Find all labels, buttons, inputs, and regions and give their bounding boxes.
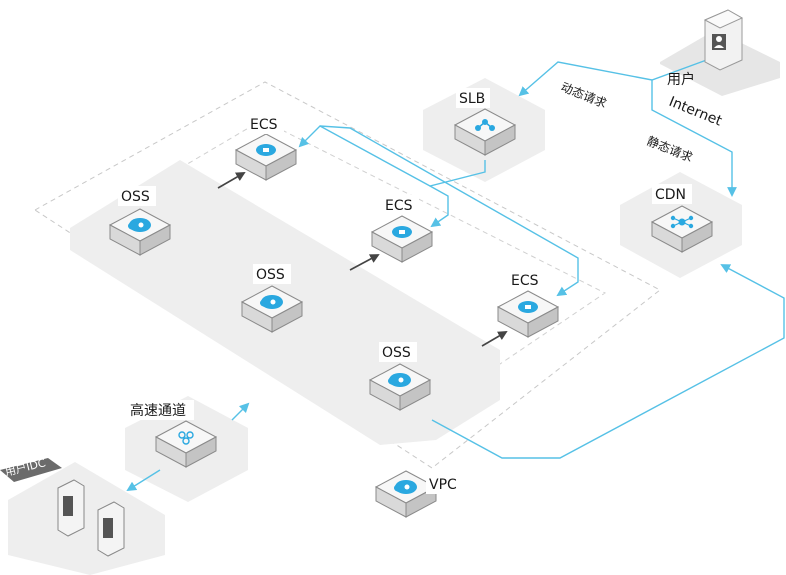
svg-text:静态请求: 静态请求	[645, 134, 695, 165]
server-icon	[518, 301, 538, 313]
express-to-vpc-link	[231, 402, 250, 421]
svg-text:Internet: Internet	[667, 94, 725, 130]
slb-label: SLB	[456, 88, 490, 108]
server-icon	[256, 144, 276, 156]
user-device[interactable]	[703, 9, 744, 71]
slb-node[interactable]	[453, 108, 517, 156]
oss-2-node[interactable]	[240, 285, 304, 333]
oss-3-node[interactable]	[368, 363, 432, 411]
oss1-to-ecs1-arrow	[217, 172, 246, 189]
cloud-storage-icon	[128, 218, 151, 232]
load-balancer-icon	[475, 119, 495, 131]
user-to-cdn-link	[651, 80, 737, 197]
cdn-icon	[670, 215, 694, 229]
oss-1-node[interactable]	[108, 208, 172, 256]
connections	[126, 57, 785, 492]
ecs-backbone-link	[319, 125, 579, 297]
oss3-to-ecs3-arrow	[481, 331, 508, 347]
vpc-label: VPC	[426, 474, 466, 494]
ecs-3-label: ECS	[509, 270, 545, 290]
svg-text:CDN: CDN	[655, 187, 686, 203]
static-request-label: 静态请求	[645, 134, 695, 165]
express-connect-label: 高速通道	[128, 400, 194, 420]
idc-servers	[57, 479, 125, 557]
ecs-1-node[interactable]	[234, 133, 298, 181]
cloud-storage-icon	[388, 373, 411, 387]
vpc-cloud-icon	[394, 480, 417, 494]
oss-1-label: OSS	[118, 186, 156, 206]
svg-text:动态请求: 动态请求	[559, 80, 609, 111]
express-connect-node[interactable]	[154, 420, 218, 468]
server-cabinet-icon	[97, 501, 125, 557]
cdn-node[interactable]	[650, 205, 714, 253]
cloud-storage-icon	[260, 295, 283, 309]
user-label: 用户	[667, 71, 695, 88]
user-to-slb-link	[518, 57, 713, 97]
ecs-1-label: ECS	[248, 114, 284, 134]
ecs-3-node[interactable]	[496, 290, 560, 338]
slb-to-ecs2-link	[429, 185, 449, 228]
internet-label: Internet	[667, 94, 725, 130]
svg-text:ECS: ECS	[511, 273, 539, 289]
ecs-2-label: ECS	[383, 195, 419, 215]
svg-text:ECS: ECS	[250, 117, 278, 133]
idc-platform	[8, 462, 165, 575]
idc-to-express-link	[126, 469, 161, 492]
vpc-node[interactable]	[374, 470, 438, 518]
oss2-to-ecs2-arrow	[349, 254, 380, 271]
nodes	[108, 108, 714, 518]
svg-text:OSS: OSS	[121, 189, 150, 205]
cdn-label: CDN	[652, 184, 692, 204]
svg-text:OSS: OSS	[382, 345, 411, 361]
oss-3-label: OSS	[379, 342, 417, 362]
ecs-2-node[interactable]	[370, 215, 434, 263]
oss-ecs-arrows	[217, 172, 508, 347]
server-cabinet-icon	[57, 479, 85, 537]
oss-to-cdn-link	[431, 264, 785, 459]
svg-text:用户: 用户	[667, 71, 695, 88]
svg-text:VPC: VPC	[429, 477, 457, 493]
express-connect-icon	[178, 431, 194, 445]
svg-text:ECS: ECS	[385, 198, 413, 214]
server-icon	[392, 226, 412, 238]
user-icon	[712, 34, 726, 50]
dynamic-request-label: 动态请求	[559, 80, 609, 111]
svg-text:SLB: SLB	[459, 91, 485, 107]
oss-2-label: OSS	[253, 264, 291, 284]
svg-text:高速通道: 高速通道	[130, 402, 186, 419]
svg-text:OSS: OSS	[256, 267, 285, 283]
